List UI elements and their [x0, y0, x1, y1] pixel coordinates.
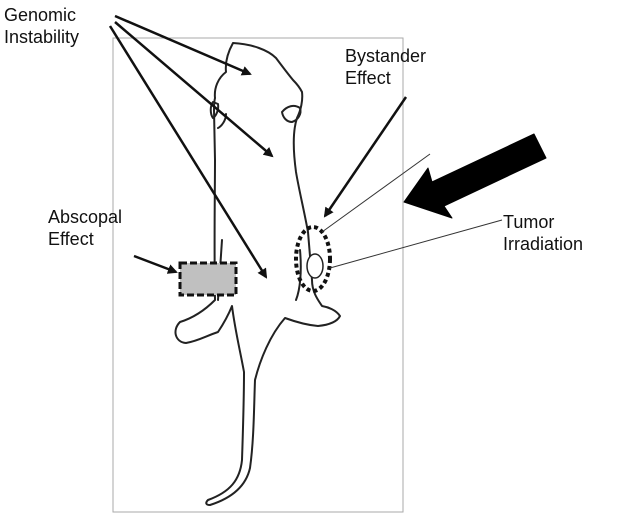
- photo-frame: [112, 37, 404, 513]
- beam-line-lower: [329, 219, 503, 269]
- beam-line-upper: [321, 153, 431, 233]
- label-bystander-effect: Bystander Effect: [345, 46, 427, 88]
- label-genomic-instability: Genomic Instability: [4, 5, 80, 47]
- tumor-core: [306, 253, 324, 279]
- genomic-arrow-abdomen: [108, 25, 268, 279]
- radiation-arrow-icon: [403, 133, 547, 219]
- label-abscopal-effect: Abscopal Effect: [48, 207, 123, 249]
- bystander-arrow: [323, 96, 408, 218]
- tumor-site-ellipse: [294, 225, 332, 293]
- genomic-arrow-chest: [114, 21, 274, 158]
- genomic-arrow-head: [114, 14, 252, 76]
- abscopal-box: [178, 261, 238, 297]
- abscopal-arrow: [133, 254, 178, 274]
- label-tumor-irradiation: Tumor Irradiation: [503, 212, 584, 254]
